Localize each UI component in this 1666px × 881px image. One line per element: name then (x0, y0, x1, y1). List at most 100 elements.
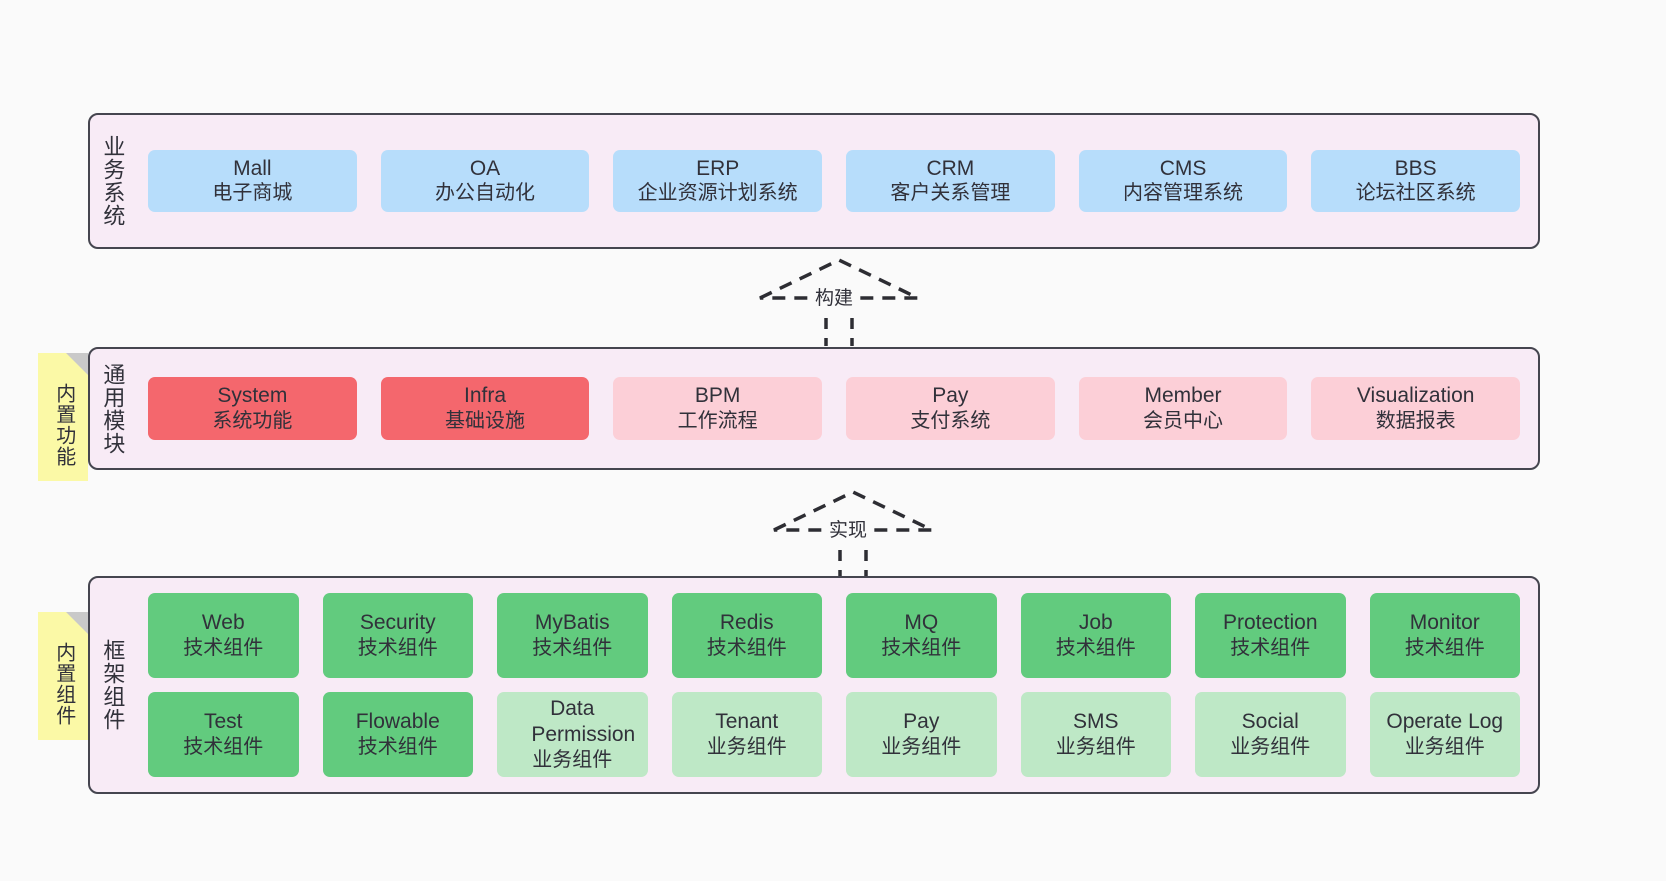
card-web[interactable]: Web 技术组件 (148, 593, 299, 678)
card-row: Mall 电子商城 OA 办公自动化 ERP 企业资源计划系统 CRM 客户关系… (148, 149, 1521, 213)
layer-framework-component: 框架组件 Web 技术组件 Security 技术组件 MyBatis 技术组件… (88, 576, 1540, 794)
card-flowable[interactable]: Flowable 技术组件 (322, 692, 473, 777)
card-mall[interactable]: Mall 电子商城 (148, 149, 357, 213)
card-protection[interactable]: Protection 技术组件 (1195, 593, 1346, 678)
card-subtitle: 业务组件 (1055, 735, 1136, 758)
card-subtitle: 基础设施 (445, 409, 525, 432)
card-subtitle: 技术组件 (1055, 636, 1136, 659)
card-title: Job (1078, 611, 1113, 635)
card-subtitle: 企业资源计划系统 (637, 182, 798, 205)
card-row: Web 技术组件 Security 技术组件 MyBatis 技术组件 Redi… (148, 593, 1520, 678)
card-subtitle: 技术组件 (183, 636, 264, 659)
card-title: Redis (719, 611, 774, 635)
card-title: Infra (463, 384, 507, 408)
card-mq[interactable]: MQ 技术组件 (846, 593, 997, 678)
arrow-realize: 实现 (766, 490, 933, 580)
card-subtitle: 业务组件 (1230, 735, 1311, 758)
card-system[interactable]: System 系统功能 (148, 377, 357, 440)
card-row: System 系统功能 Infra 基础设施 BPM 工作流程 Pay 支付系统… (148, 377, 1521, 440)
card-title: Social (1241, 710, 1299, 734)
card-title: ERP (696, 156, 740, 180)
layer-title-business-system: 业务系统 (100, 135, 126, 227)
card-title: BBS (1394, 156, 1437, 180)
card-mybatis[interactable]: MyBatis 技术组件 (497, 593, 648, 678)
card-social[interactable]: Social 业务组件 (1195, 692, 1346, 777)
card-subtitle: 支付系统 (910, 409, 991, 432)
card-test[interactable]: Test 技术组件 (148, 692, 299, 777)
card-title: Security (359, 611, 436, 635)
card-title: Test (203, 710, 243, 734)
card-title: Monitor (1409, 611, 1480, 635)
card-subtitle: 业务组件 (706, 735, 787, 758)
note-fold-corner-icon (66, 612, 88, 634)
arrow-build-label: 构建 (812, 288, 857, 309)
layer-title-common-module: 通用模块 (100, 362, 126, 455)
card-subtitle: 系统功能 (212, 409, 293, 432)
card-operate-log[interactable]: Operate Log 业务组件 (1369, 692, 1520, 777)
layer-common-module: 通用模块 System 系统功能 Infra 基础设施 BPM 工作流程 Pay… (88, 347, 1540, 470)
card-bpm[interactable]: BPM 工作流程 (613, 377, 823, 440)
card-pay[interactable]: Pay 支付系统 (846, 377, 1055, 440)
card-subtitle: 技术组件 (357, 636, 438, 659)
layer-body-common-module: System 系统功能 Infra 基础设施 BPM 工作流程 Pay 支付系统… (134, 349, 1538, 468)
card-cms[interactable]: CMS 内容管理系统 (1078, 149, 1288, 213)
card-infra[interactable]: Infra 基础设施 (380, 377, 590, 440)
layer-business-system: 业务系统 Mall 电子商城 OA 办公自动化 ERP 企业资源计划系统 CRM… (88, 113, 1540, 249)
card-title: Visualization (1356, 384, 1475, 408)
card-title: Data Permission (531, 697, 636, 746)
card-subtitle: 客户关系管理 (890, 182, 1011, 205)
card-title: Mall (233, 156, 272, 180)
card-title: OA (469, 156, 501, 180)
card-sms[interactable]: SMS 业务组件 (1020, 692, 1171, 777)
card-title: Protection (1222, 611, 1318, 635)
card-pay-component[interactable]: Pay 业务组件 (846, 692, 997, 777)
card-security[interactable]: Security 技术组件 (322, 593, 473, 678)
card-redis[interactable]: Redis 技术组件 (671, 593, 822, 678)
card-title: MyBatis (534, 611, 610, 635)
card-subtitle: 技术组件 (357, 735, 438, 758)
card-subtitle: 数据报表 (1375, 409, 1456, 432)
card-title: System (217, 384, 288, 408)
card-title: CMS (1159, 156, 1207, 180)
card-member[interactable]: Member 会员中心 (1078, 377, 1288, 440)
layer-body-business-system: Mall 电子商城 OA 办公自动化 ERP 企业资源计划系统 CRM 客户关系… (134, 115, 1538, 247)
card-title: SMS (1072, 710, 1119, 734)
card-crm[interactable]: CRM 客户关系管理 (846, 149, 1055, 213)
card-row: Test 技术组件 Flowable 技术组件 Data Permission … (148, 692, 1520, 777)
card-data-permission[interactable]: Data Permission 业务组件 (497, 692, 648, 777)
note-label: 内置功能 (52, 383, 75, 467)
card-title: BPM (694, 384, 741, 408)
card-subtitle: 技术组件 (183, 735, 264, 758)
card-oa[interactable]: OA 办公自动化 (380, 149, 590, 213)
card-job[interactable]: Job 技术组件 (1020, 593, 1171, 678)
card-monitor[interactable]: Monitor 技术组件 (1369, 593, 1520, 678)
card-subtitle: 论坛社区系统 (1355, 182, 1476, 205)
card-title: MQ (904, 611, 939, 635)
card-erp[interactable]: ERP 企业资源计划系统 (613, 149, 823, 213)
note-label: 内置组件 (52, 642, 75, 726)
card-title: Member (1144, 384, 1222, 408)
card-subtitle: 内容管理系统 (1123, 182, 1244, 205)
card-subtitle: 会员中心 (1143, 409, 1224, 432)
card-subtitle: 技术组件 (532, 636, 613, 659)
card-subtitle: 业务组件 (532, 748, 613, 771)
card-subtitle: 工作流程 (677, 409, 758, 432)
card-subtitle: 技术组件 (881, 636, 962, 659)
card-visualization[interactable]: Visualization 数据报表 (1311, 377, 1521, 440)
card-subtitle: 电子商城 (212, 182, 293, 205)
card-title: Pay (932, 384, 969, 408)
note-fold-corner-icon (66, 353, 88, 375)
note-builtin-function: 内置功能 (38, 353, 88, 481)
card-subtitle: 技术组件 (1230, 636, 1311, 659)
arrow-build: 构建 (752, 258, 919, 348)
layer-body-framework-component: Web 技术组件 Security 技术组件 MyBatis 技术组件 Redi… (134, 578, 1538, 792)
card-subtitle: 技术组件 (1404, 636, 1485, 659)
layer-title-framework-component: 框架组件 (100, 639, 126, 731)
card-tenant[interactable]: Tenant 业务组件 (671, 692, 822, 777)
note-builtin-component: 内置组件 (38, 612, 88, 740)
card-bbs[interactable]: BBS 论坛社区系统 (1311, 149, 1521, 213)
arrow-realize-label: 实现 (826, 520, 871, 541)
card-title: Web (201, 611, 245, 635)
card-title: Flowable (355, 710, 440, 734)
